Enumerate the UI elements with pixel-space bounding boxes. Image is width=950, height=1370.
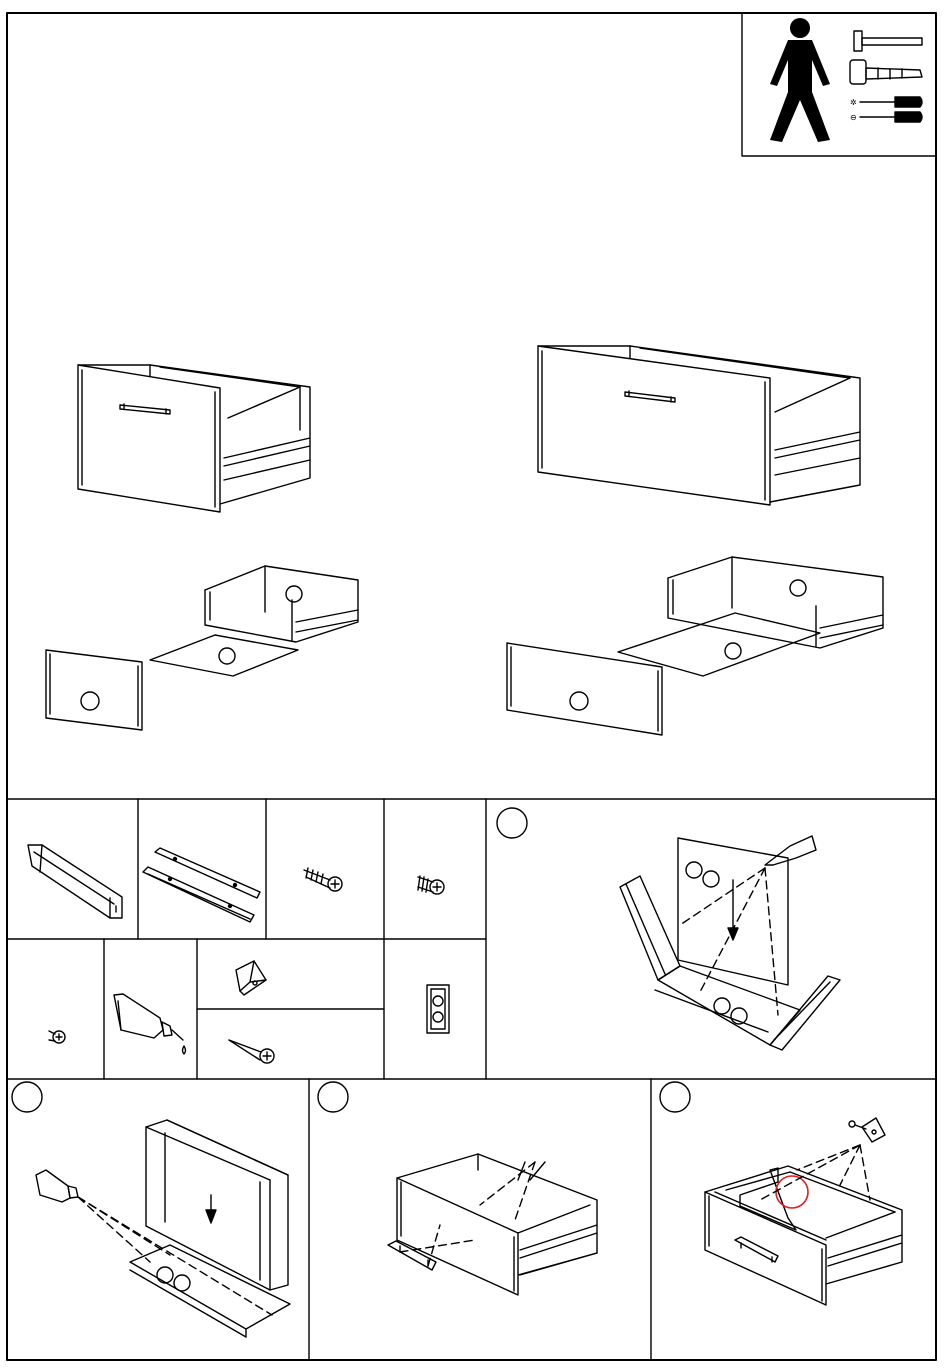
flat-screwdriver-icon: ⊖	[850, 112, 922, 122]
cam-screw-part	[418, 876, 444, 894]
stopper-pads-part	[427, 985, 449, 1033]
step-3-illustration	[318, 1082, 597, 1295]
glue-tube-part	[114, 994, 186, 1054]
short-screw-part	[49, 1031, 65, 1043]
step-2-badge	[12, 1082, 42, 1112]
handle-icon	[120, 405, 170, 414]
hammer-icon	[854, 31, 922, 51]
svg-text:⊖: ⊖	[850, 113, 857, 122]
phillips-screwdriver-icon: ✲	[850, 97, 922, 107]
handle-screw-part	[304, 868, 342, 891]
wood-screw-part	[229, 1040, 274, 1063]
assembled-small-drawer	[78, 365, 310, 512]
rubber-mallet-icon	[850, 60, 922, 84]
step-1-illustration	[497, 808, 840, 1050]
corner-block-part	[236, 961, 266, 995]
person-icon	[770, 18, 830, 142]
step-3-badge	[318, 1082, 348, 1112]
handle-icon	[625, 392, 675, 402]
exploded-small-drawer	[46, 566, 358, 730]
step-4-badge	[660, 1082, 690, 1112]
assembled-large-drawer	[538, 346, 860, 505]
step-4-illustration	[660, 1082, 902, 1305]
step-2-illustration	[12, 1082, 290, 1337]
step-1-badge	[497, 808, 527, 838]
requirements-box: ✲ ⊖	[742, 13, 936, 156]
exploded-large-drawer	[507, 557, 883, 735]
svg-text:✲: ✲	[850, 98, 857, 107]
handle-part	[28, 845, 122, 918]
drawer-runner-part	[143, 848, 260, 922]
